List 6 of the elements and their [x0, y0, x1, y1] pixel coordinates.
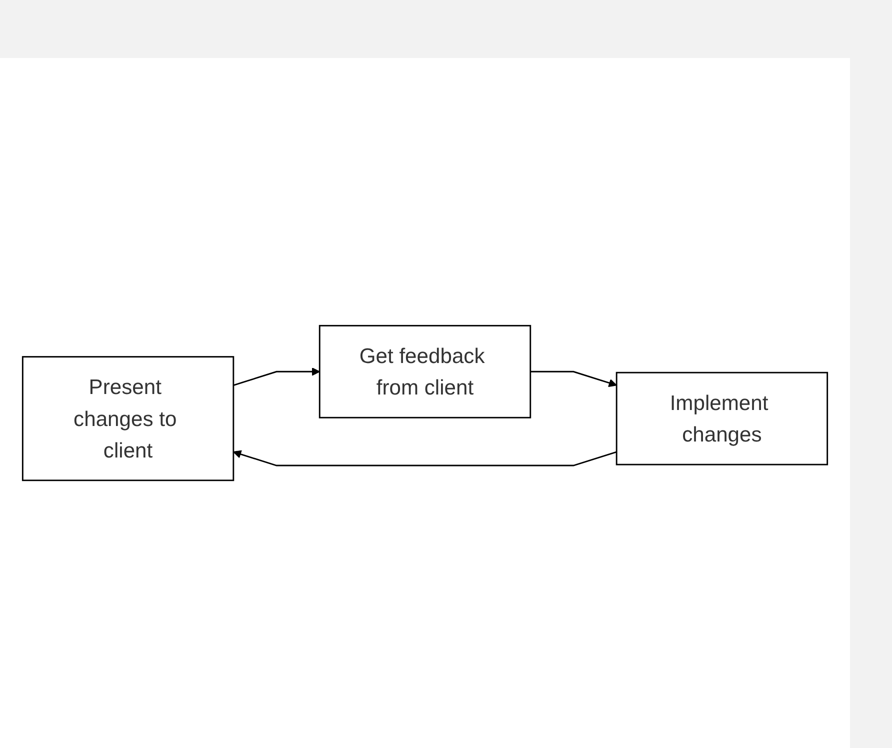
node-box: Implement changes — [616, 372, 828, 466]
node-box: Present changes to client — [22, 356, 234, 482]
arrow — [530, 370, 617, 387]
arrow — [233, 367, 320, 386]
node-box: Get feedback from client — [318, 324, 532, 418]
arrow — [233, 450, 617, 466]
